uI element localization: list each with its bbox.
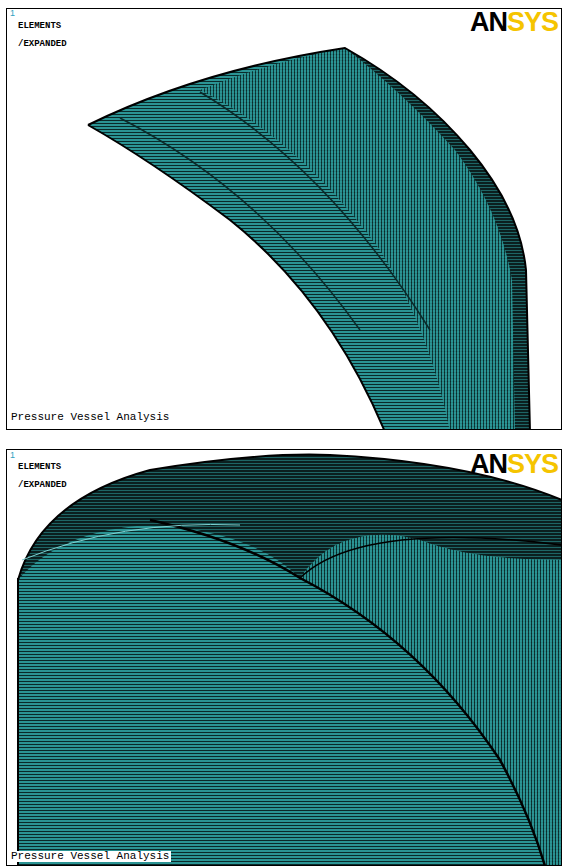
window-number: 1 [10,451,15,460]
logo-text: AN [470,9,507,36]
window-number: 1 [10,9,15,18]
logo-text: AN [470,451,507,478]
plot-caption: Pressure Vessel Analysis [9,412,171,423]
plot-type: ELEMENTS [18,22,61,31]
logo-text: SYS [507,9,558,36]
plot-type: ELEMENTS [18,463,61,472]
plot-option: /EXPANDED [18,40,67,49]
logo-text: SYS [507,451,558,478]
plot-caption: Pressure Vessel Analysis [9,851,171,862]
plot-option: /EXPANDED [18,481,67,490]
